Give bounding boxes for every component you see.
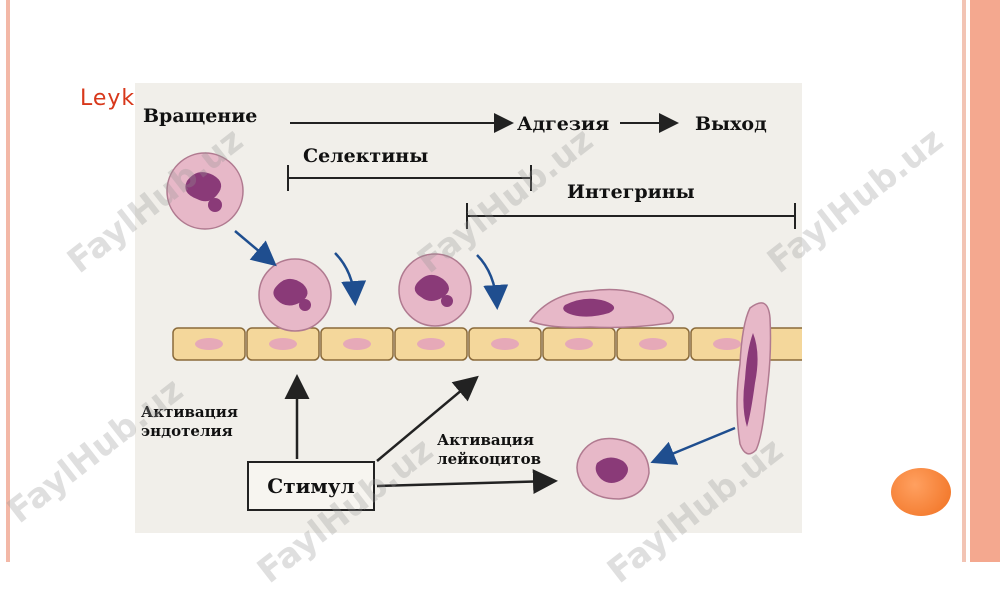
label-selectins: Селектины: [303, 145, 429, 167]
right-decorative-bar: [962, 0, 1000, 562]
leukocyte-migration-diagram: Вращение Адгезия Выход Селектины Интегри…: [135, 83, 802, 533]
label-endothelium-activation-line2: эндотелия: [141, 422, 233, 440]
label-rotation: Вращение: [143, 105, 258, 127]
rolling-arrow-1: [334, 252, 367, 306]
label-leukocyte-activation: Активация лейкоцитов: [437, 431, 541, 469]
stimulus-to-migrated-arrow: [376, 469, 558, 495]
label-leukocyte-activation-line2: лейкоцитов: [437, 450, 542, 468]
endothelium-layer: [172, 327, 802, 361]
label-leukocyte-activation-line1: Активация: [437, 431, 534, 449]
leukocyte-flattened: [528, 288, 675, 329]
label-adhesion: Адгезия: [517, 113, 610, 135]
label-endothelium-activation: Активация эндотелия: [141, 403, 238, 441]
exit-arrow: [650, 426, 736, 465]
slide-title: Leyk: [80, 86, 136, 111]
selectins-bracket: [287, 165, 532, 191]
leukocyte-migrated: [576, 437, 650, 500]
leukocyte-rolling: [258, 258, 332, 332]
leukocyte-transmigrating: [736, 302, 772, 455]
leukocyte-floating: [166, 152, 244, 230]
integrins-bracket: [466, 203, 796, 229]
left-frame-border: [6, 0, 10, 562]
label-endothelium-activation-line1: Активация: [141, 403, 238, 421]
label-exit: Выход: [695, 113, 767, 135]
descent-arrow: [234, 230, 277, 267]
stimulus-box: Стимул: [247, 461, 375, 511]
diagram-graphics: [166, 113, 802, 500]
label-integrins: Интегрины: [567, 181, 695, 203]
orange-circle-decoration: [891, 468, 951, 516]
rolling-arrow-2: [476, 254, 509, 310]
stimulus-to-leukocyte-arrow: [376, 375, 479, 462]
leukocyte-adhering: [398, 253, 472, 327]
